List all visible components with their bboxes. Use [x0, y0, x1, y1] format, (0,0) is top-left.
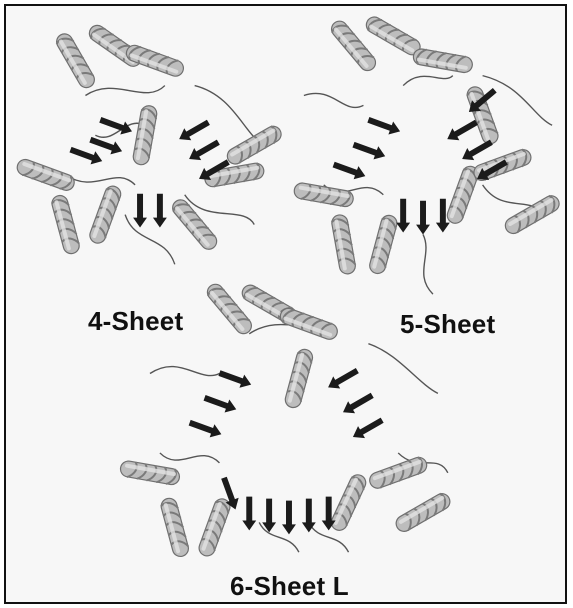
label-4-sheet: 4-Sheet — [88, 306, 183, 337]
label-6-sheet-l: 6-Sheet L — [230, 571, 349, 602]
structure-5-sheet — [293, 14, 562, 294]
structure-4-sheet — [15, 22, 284, 264]
label-5-sheet: 5-Sheet — [400, 309, 495, 340]
figure-frame: 4-Sheet 5-Sheet 6-Sheet L — [4, 4, 567, 604]
protein-structures-figure — [6, 6, 565, 602]
